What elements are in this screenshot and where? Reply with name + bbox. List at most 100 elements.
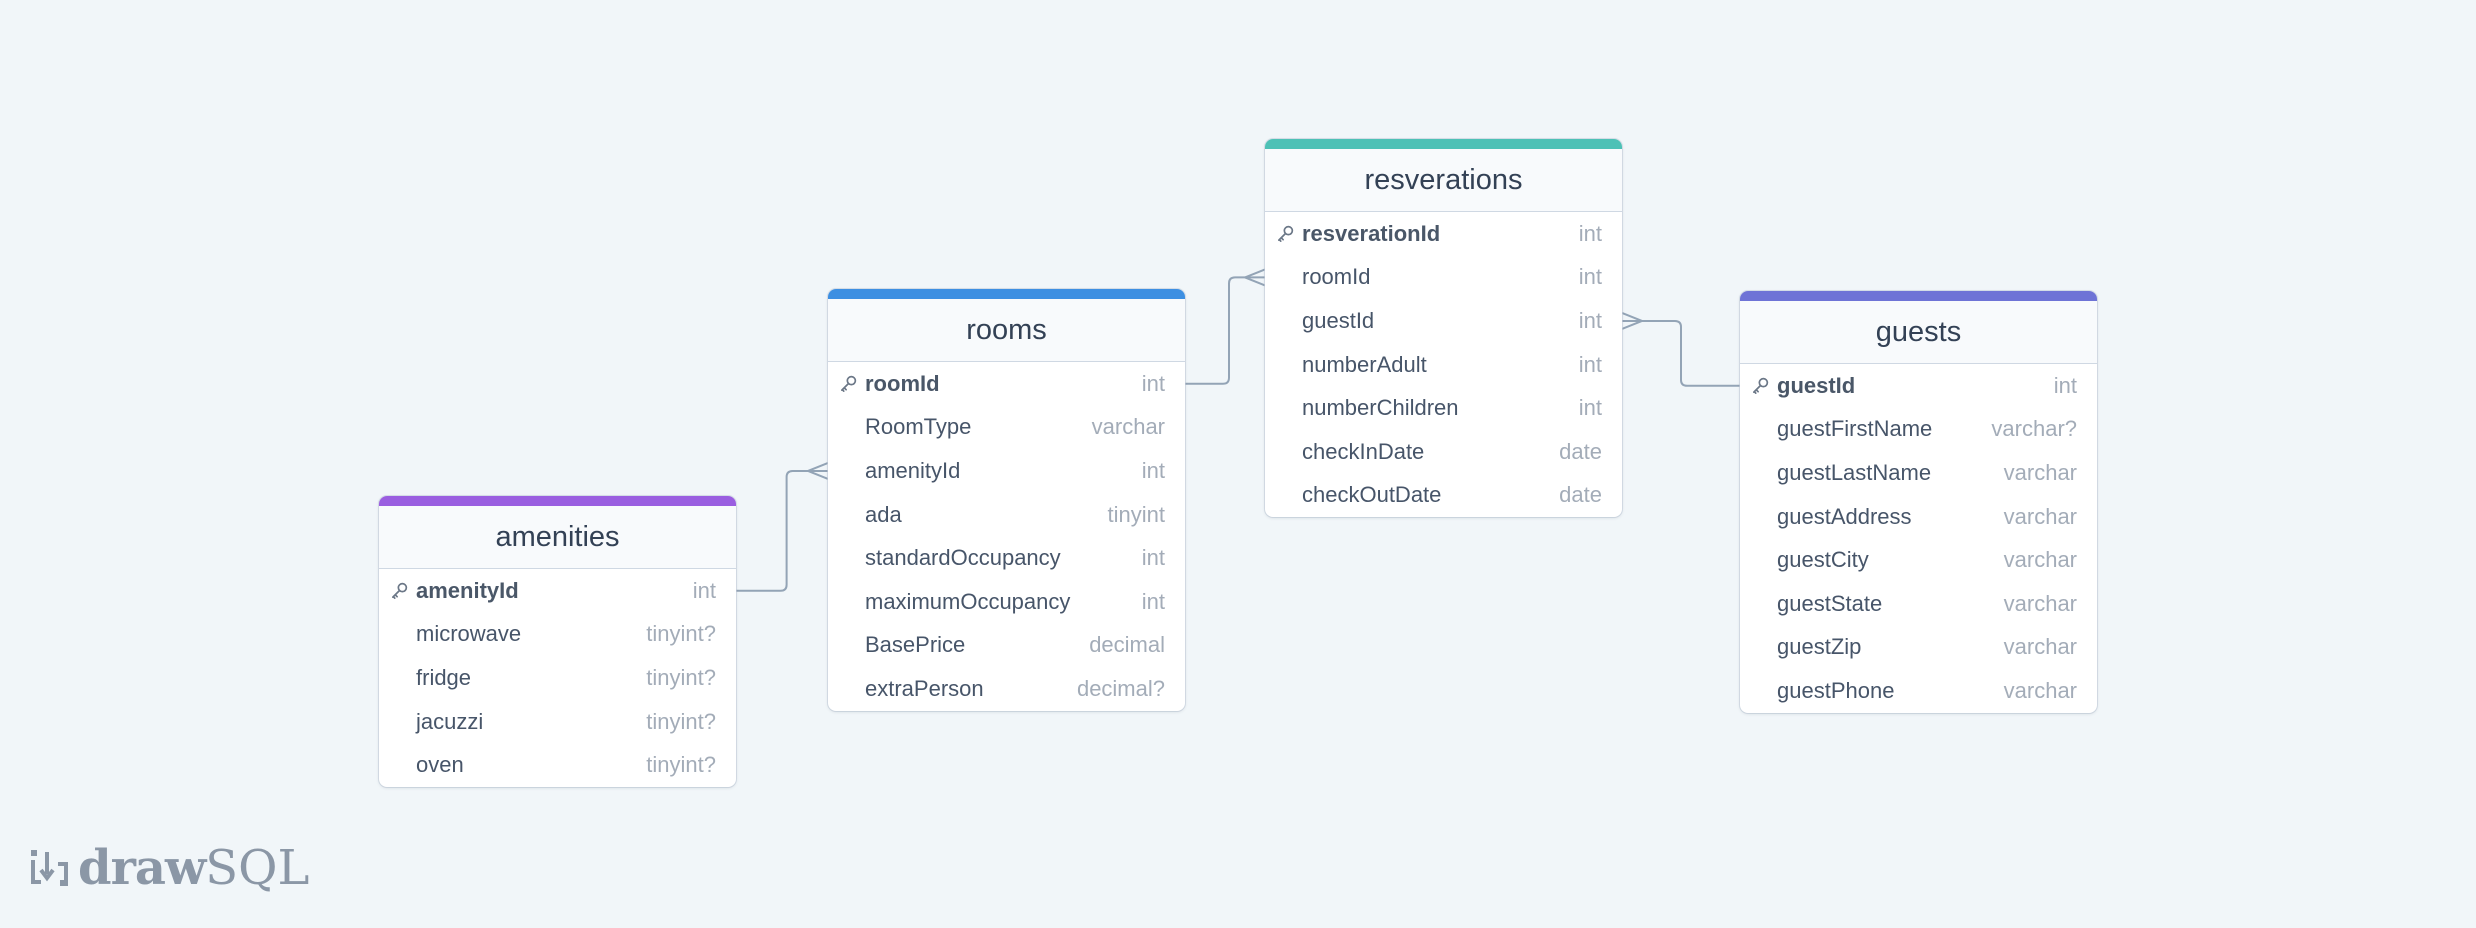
table-column-row[interactable]: microwave tinyint? [379,613,736,657]
drawsql-logo[interactable]: draw SQL [30,840,309,896]
column-name-group: roomId [1276,264,1370,290]
table-column-row[interactable]: guestLastName varchar [1740,451,2097,495]
key-slot-empty [839,416,865,438]
crows-foot-marker [1244,268,1266,287]
column-name: maximumOccupancy [865,588,1071,614]
column-name-group: guestCity [1751,547,1869,573]
column-type: varchar [2003,590,2077,616]
table-title[interactable]: amenities [379,506,736,569]
column-name: fridge [416,664,472,690]
column-name-group: numberChildren [1276,395,1459,421]
column-name-group: maximumOccupancy [839,589,1070,615]
column-type: int [692,577,716,603]
column-name-group: checkInDate [1276,439,1424,465]
column-type: decimal [1089,632,1165,658]
column-name: guestState [1777,590,1883,616]
key-slot-empty [839,547,865,569]
column-name: guestLastName [1777,459,1932,485]
column-type: int [1578,351,1602,377]
table-title[interactable]: resverations [1265,149,1622,212]
column-name-group: roomId [839,371,940,397]
column-name-group: amenityId [839,458,960,484]
key-icon [1276,223,1302,245]
table-column-row[interactable]: guestPhone varchar [1740,669,2097,713]
column-type: tinyint? [646,708,716,734]
column-type: varchar [2003,677,2077,703]
key-icon [839,373,865,395]
table-column-row[interactable]: roomId int [828,362,1185,406]
column-type: varchar [2003,459,2077,485]
column-name-group: guestPhone [1751,678,1894,704]
key-slot-empty [839,460,865,482]
table-title[interactable]: guests [1740,301,2097,364]
key-slot-empty [839,591,865,613]
column-type: tinyint? [646,621,716,647]
key-slot-empty [390,754,416,776]
crows-foot-marker [807,462,829,480]
column-name: amenityId [416,577,519,603]
drawsql-logo-icon [31,850,68,886]
column-type: int [1578,307,1602,333]
column-name: microwave [416,621,522,647]
key-slot-empty [839,634,865,656]
key-icon [1751,375,1777,397]
crows-foot-marker [1621,312,1643,330]
column-name-group: amenityId [390,578,519,604]
key-slot-empty [1276,441,1302,463]
column-name-group: microwave [390,621,521,647]
column-name-group: guestLastName [1751,460,1931,486]
column-name-group: guestId [1751,373,1855,399]
column-name-group: BasePrice [839,632,965,658]
table-column-row[interactable]: numberAdult int [1265,343,1622,387]
column-type: decimal? [1076,675,1165,701]
table-column-row[interactable]: BasePrice decimal [828,624,1185,668]
table-column-row[interactable]: amenityId int [379,569,736,613]
key-icon [390,580,416,602]
column-name-group: guestState [1751,591,1882,617]
column-name: guestZip [1777,634,1862,660]
table-column-row[interactable]: jacuzzi tinyint? [379,700,736,744]
table-column-row[interactable]: guestId int [1265,299,1622,343]
column-name-group: fridge [390,665,471,691]
column-name-group: ada [839,502,902,528]
column-name-group: jacuzzi [390,709,483,735]
column-name-group: extraPerson [839,676,984,702]
table-amenities[interactable]: amenities amenityId int microwave tinyint? f… [379,496,736,787]
column-name: guestCity [1777,547,1869,573]
column-name: numberChildren [1302,395,1459,421]
table-title[interactable]: rooms [828,299,1185,362]
column-name: guestId [1302,307,1375,333]
table-column-row[interactable]: guestState varchar [1740,582,2097,626]
column-type: int [1141,370,1165,396]
key-slot-empty [1276,354,1302,376]
table-column-row[interactable]: extraPerson decimal? [828,667,1185,711]
table-color-bar [379,496,736,506]
column-type: varchar [2003,503,2077,529]
column-name-group: numberAdult [1276,352,1427,378]
column-type: varchar? [1991,416,2077,442]
key-slot-empty [1751,418,1777,440]
key-slot-empty [390,667,416,689]
